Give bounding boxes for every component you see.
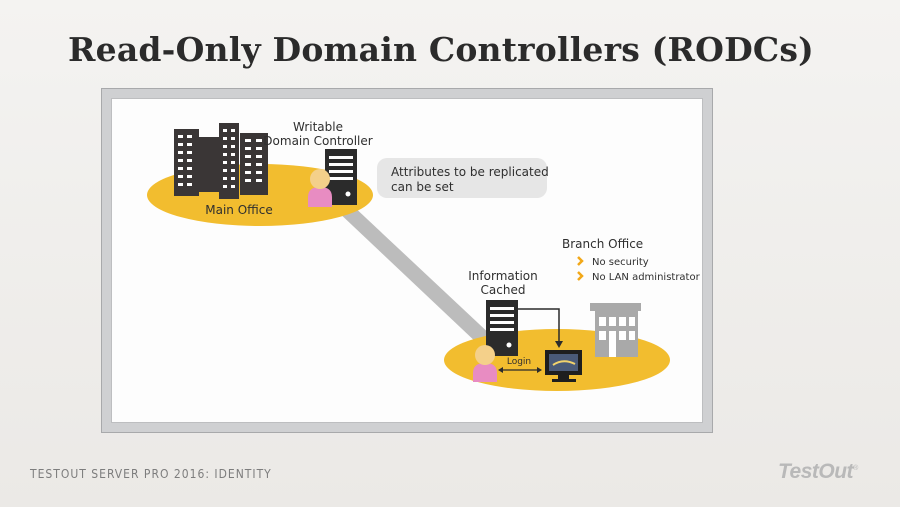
diagram-frame: Writable Domain Controller Main Office A… [101, 88, 713, 433]
replication-callout [377, 158, 547, 198]
main-office-label: Main Office [205, 203, 273, 217]
bullet-chevron-icon [577, 271, 584, 281]
branch-bullet-no-lan-admin: No LAN administrator [592, 272, 701, 283]
branch-user-icon [473, 345, 497, 382]
replication-arrow [518, 308, 560, 342]
slide-title: Read-Only Domain Controllers (RODCs) [68, 30, 814, 69]
rodc-server-icon [486, 300, 518, 356]
registered-mark: ® [853, 465, 858, 472]
testout-logo: TestOut® [778, 460, 858, 484]
callout-line2: can be set [391, 180, 454, 194]
callout-line1: Attributes to be replicated [391, 165, 549, 179]
branch-office-title: Branch Office [562, 237, 643, 251]
login-label: Login [507, 357, 531, 367]
diagram-canvas: Writable Domain Controller Main Office A… [111, 98, 703, 423]
course-footer: TESTOUT SERVER PRO 2016: IDENTITY [30, 467, 272, 481]
admin-person-icon [308, 169, 332, 207]
office-buildings-icon [174, 123, 268, 199]
logo-text: TestOut [778, 460, 854, 483]
arrow-head-icon [555, 341, 563, 348]
login-arrow-right-head-icon [537, 367, 542, 373]
branch-building-icon [590, 303, 641, 357]
writable-dc-label-line2: Domain Controller [263, 134, 372, 148]
cached-label-line2: Cached [481, 283, 526, 297]
writable-dc-label-line1: Writable [293, 120, 343, 134]
cached-label-line1: Information [468, 269, 537, 283]
network-diagram: Writable Domain Controller Main Office A… [147, 120, 701, 391]
bullet-chevron-icon [577, 256, 584, 266]
wan-link [335, 203, 494, 345]
workstation-icon [545, 350, 582, 382]
login-arrow-left-head-icon [498, 367, 503, 373]
branch-bullet-no-security: No security [592, 257, 649, 268]
